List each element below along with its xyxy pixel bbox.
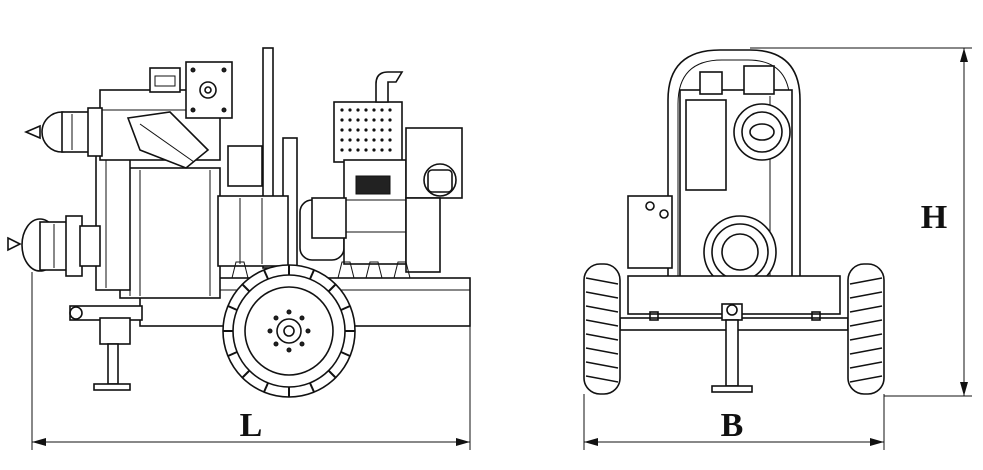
control-box: [627, 195, 673, 269]
front-jack-stand: [725, 319, 739, 387]
pump-volute: [119, 167, 221, 299]
front-right-tire: [847, 263, 885, 395]
front-upper-port: [733, 103, 791, 161]
roll-cage: [667, 49, 801, 280]
outlet-arrow-icon: [23, 124, 41, 140]
inlet-arrow-icon: [7, 236, 22, 252]
length-dimension: L: [31, 272, 471, 450]
height-label: H: [921, 199, 947, 236]
side-view: [7, 47, 471, 398]
engine-radiator: [333, 101, 403, 163]
discharge-nozzle: [41, 107, 103, 157]
front-left-tire: [583, 263, 621, 395]
radiator-grille: [340, 108, 392, 152]
exhaust-stack: [375, 71, 404, 103]
engine-vent: [355, 175, 391, 195]
discharge-elbow: [126, 111, 210, 169]
front-view: [583, 49, 885, 395]
jack-stand: [107, 343, 119, 385]
side-wheel: [222, 264, 356, 398]
coupling-guard: [217, 195, 289, 267]
suction-nozzle: [21, 215, 101, 277]
width-dimension: B: [583, 394, 885, 450]
height-dimension: H: [750, 47, 972, 397]
length-label: L: [240, 407, 263, 444]
width-label: B: [721, 407, 744, 444]
